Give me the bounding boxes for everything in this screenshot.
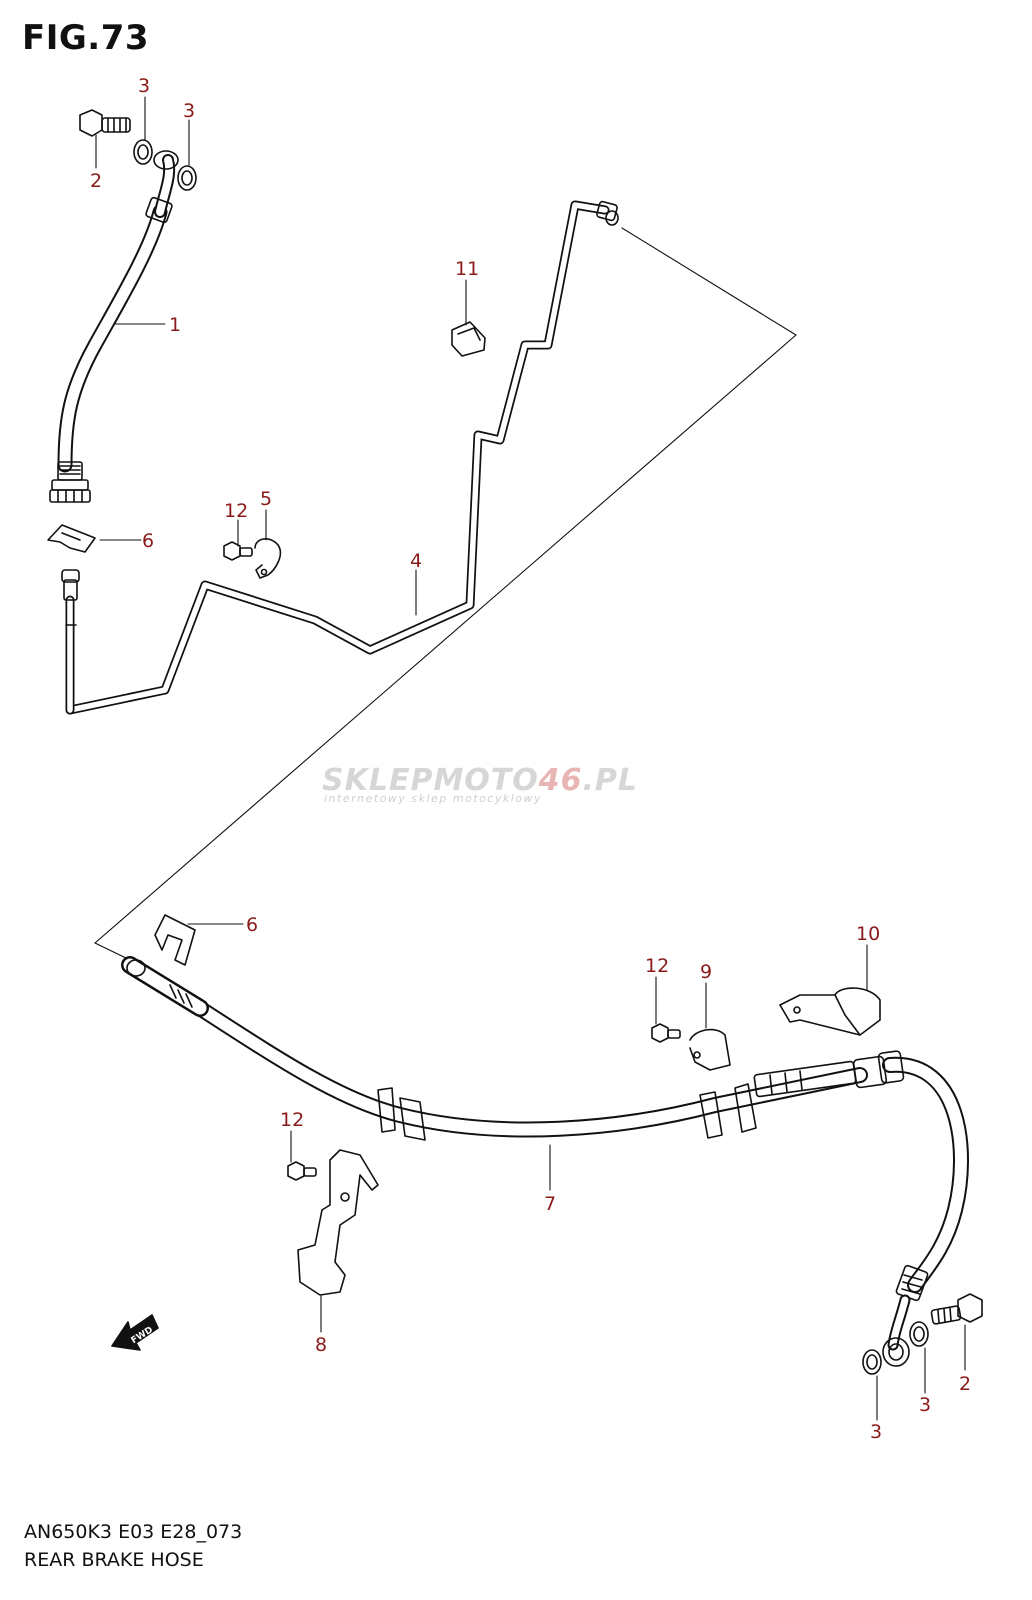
label-part-10: 10 [856,923,880,945]
label-part-7: 7 [544,1193,556,1215]
label-part-9: 9 [700,961,712,983]
washer-top-1 [133,139,153,165]
label-part-5: 5 [260,488,272,510]
brake-pipe [61,200,619,715]
forward-arrow-icon: FWD [111,1314,159,1351]
label-part-12-lower: 12 [280,1109,304,1131]
part-labels: 3 3 2 1 11 12 5 6 4 6 10 12 9 12 7 8 2 3… [90,75,971,1443]
label-part-3-bottom-1: 3 [870,1421,882,1443]
label-part-2-bottom: 2 [959,1373,971,1395]
lower-brake-hose [121,956,970,1367]
washer-top-2-inner [181,170,193,186]
hose-clip-upper [47,524,96,553]
bolt-middle [651,1023,681,1043]
label-part-12-middle: 12 [645,955,669,977]
label-part-11: 11 [455,258,479,280]
label-part-4: 4 [410,550,422,572]
washer-top-1-inner [137,144,149,160]
washer-bottom-1 [862,1349,882,1375]
diagram-name: REAR BRAKE HOSE [24,1549,204,1571]
hose-bracket-8 [297,1149,379,1296]
figure-title: FIG.73 [22,18,150,58]
pipe-clip [451,321,486,357]
banjo-bolt-top [79,109,131,137]
washer-bottom-2 [909,1321,929,1347]
connector-line-end [94,942,131,961]
connector-line-long [94,334,797,944]
label-part-8: 8 [315,1334,327,1356]
watermark-brand-d: .PL [583,763,639,798]
bolt-upper [223,541,253,561]
label-part-6-lower: 6 [246,914,258,936]
watermark-brand-c: 46 [538,763,583,798]
watermark: SKLEPMOTO46.PL internetowy sklep motocyk… [322,763,638,805]
label-part-2-top: 2 [90,170,102,192]
hose-clamp-9 [689,1028,731,1071]
upper-brake-hose [49,150,179,503]
washer-bottom-2-inner [913,1326,925,1342]
hose-clip-lower [154,914,196,966]
label-part-3-bottom-2: 3 [919,1394,931,1416]
label-part-3-top-2: 3 [183,100,195,122]
label-part-1: 1 [169,314,181,336]
hose-bracket-10 [779,987,881,1036]
bolt-lower [287,1161,317,1181]
washer-bottom-1-inner [866,1354,878,1370]
label-part-6-upper: 6 [142,530,154,552]
svg-text:SKLEPMOTO46.PL: SKLEPMOTO46.PL [322,763,638,798]
leader-lines [95,96,966,1421]
pipe-clamp-upper [254,538,282,579]
watermark-brand-b: MOTO [433,763,538,798]
diagram-footer: AN650K3 E03 E28_073 REAR BRAKE HOSE [24,1518,242,1574]
watermark-tagline: internetowy sklep motocyklowy [324,792,542,805]
connector-line [621,227,797,336]
label-part-3-top-1: 3 [138,75,150,97]
washer-top-2 [177,165,197,191]
banjo-bolt-bottom [930,1293,983,1325]
diagram-code: AN650K3 E03 E28_073 [24,1521,243,1543]
label-part-12-upper: 12 [224,500,248,522]
watermark-brand-a: SKLEP [322,763,433,798]
